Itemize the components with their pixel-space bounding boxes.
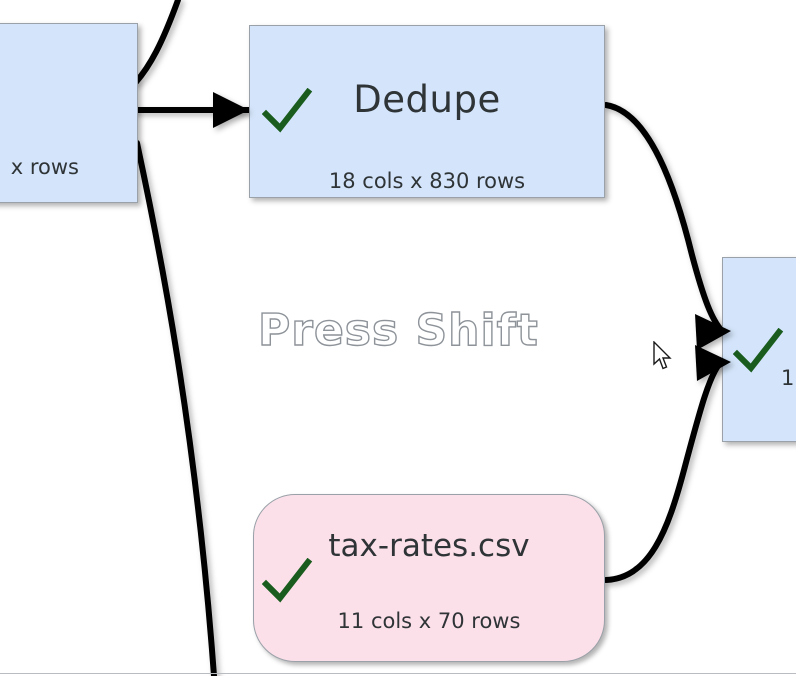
right-clipped-node[interactable]: 1	[722, 257, 796, 442]
arrowhead-icon	[213, 92, 249, 128]
dedupe-node[interactable]: Dedupe 18 cols x 830 rows	[249, 25, 605, 198]
edge-left-to-bottom	[134, 140, 217, 676]
tax-rates-node-title: tax-rates.csv	[328, 528, 530, 564]
edge-left-to-top	[133, 0, 181, 85]
mouse-pointer-icon	[653, 341, 672, 370]
dedupe-node-title: Dedupe	[353, 78, 501, 121]
tax-rates-node-subtitle: 11 cols x 70 rows	[337, 609, 521, 633]
edge-tax-to-right	[603, 358, 725, 583]
left-clipped-node[interactable]: x rows	[0, 23, 138, 203]
edge-dedupe-to-right	[603, 102, 725, 334]
window-bottom-rule	[0, 673, 796, 674]
press-shift-watermark: Press Shift	[257, 304, 539, 356]
left-node-subtitle: x rows	[10, 155, 79, 179]
right-node-subtitle: 1	[781, 366, 795, 390]
tax-rates-node[interactable]: tax-rates.csv 11 cols x 70 rows	[253, 494, 605, 662]
dedupe-node-subtitle: 18 cols x 830 rows	[328, 169, 526, 193]
